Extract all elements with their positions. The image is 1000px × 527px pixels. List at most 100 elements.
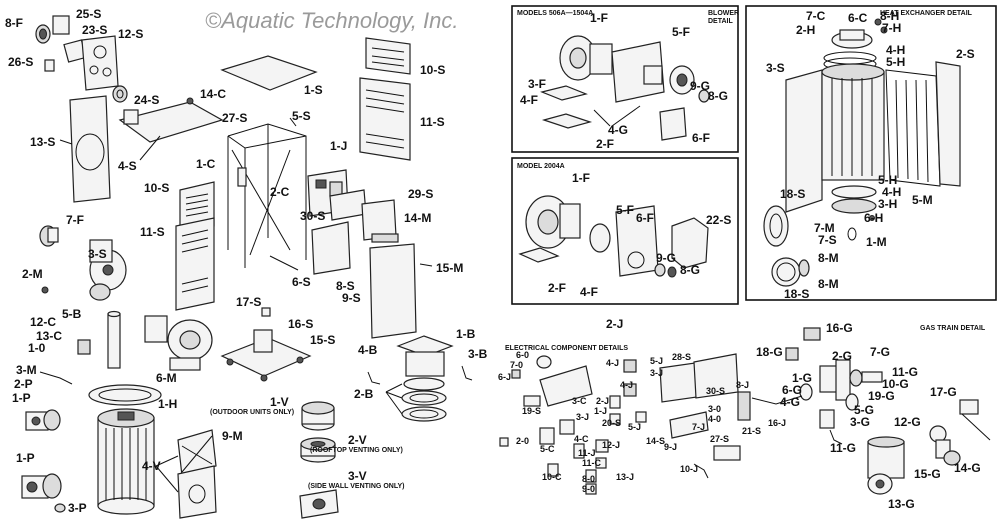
model-2004a-labels: 1-F 5-F 6-F 22-S 9-G 8-G 2-F 4-F [548,171,731,299]
label-hx-18-S: 18-S [780,187,805,201]
part-9-M [177,429,217,477]
label-12-C: 12-C [30,315,56,329]
label-elec-11-J: 11-J [578,448,596,458]
label-electrical-2-J-title: 2-J [606,317,623,331]
label-elec-14-S: 14-S [646,436,665,446]
label-gas-13-G: 13-G [888,497,915,511]
label-gas-10-G: 10-G [882,377,909,391]
label-elec-3-C: 3-C [572,396,587,406]
model-2004a-parts [518,195,709,278]
label-3-P: 3-P [68,501,87,515]
part-11-S-left [175,217,215,311]
label-elec-21-S: 21-S [742,426,761,436]
label-blower-4-G: 4-G [608,123,628,137]
part-9-S [369,243,417,339]
label-23-S: 23-S [82,23,107,37]
part-8-F [35,24,51,44]
label-1-P-upper: 1-P [12,391,31,405]
part-4-B [367,371,381,385]
gas-train-parts [751,327,991,495]
label-gas-1-G: 1-G [792,371,812,385]
part-2-B-rings [401,377,447,422]
label-2004-4-F: 4-F [580,285,598,299]
label-8-F: 8-F [5,16,23,30]
label-elec-4-C: 4-C [574,434,589,444]
part-24-S [112,85,128,103]
label-elec-4-J-lower: 4-J [620,380,633,390]
part-15-M [419,263,433,267]
blower-detail-labels: 1-F 5-F 3-F 4-F 9-G 8-G 4-G 2-F 6-F [520,11,728,151]
label-1-P-lower: 1-P [16,451,35,465]
part-2-V [300,437,336,463]
label-2004-5-F: 5-F [616,203,634,217]
label-elec-9-O: 9-0 [582,484,595,494]
part-25-S [52,15,70,35]
part-17-S [261,307,271,317]
part-blower-assembly [89,239,127,301]
label-blower-2-F: 2-F [596,137,614,151]
label-elec-12-J: 12-J [602,440,620,450]
label-1-B: 1-B [456,327,476,341]
label-27-S: 27-S [222,111,247,125]
label-elec-7-J: 7-J [692,422,705,432]
label-elec-20-S: 20-S [602,418,621,428]
part-4-V [177,465,217,519]
caption-rooftop-venting-only: (ROOFTOP VENTING ONLY) [310,447,403,454]
label-2004-2-F: 2-F [548,281,566,295]
label-elec-10-C: 10-C [542,472,562,482]
label-13-C: 13-C [36,329,62,343]
label-hx-7-C: 7-C [806,9,826,23]
label-gas-5-G: 5-G [854,403,874,417]
label-24-S: 24-S [134,93,159,107]
label-elec-4-J: 4-J [606,358,619,368]
part-6-M [88,384,162,406]
label-2004-6-F: 6-F [636,211,654,225]
part-1-S-roof [220,55,318,91]
blower-detail-caption-2: DETAIL [708,18,733,25]
label-elec-5-J: 5-J [650,356,663,366]
label-elec-28-S: 28-S [672,352,691,362]
label-1-J: 1-J [330,139,347,153]
heat-exchanger-detail-panel [745,5,997,301]
label-hx-3-H: 3-H [878,197,897,211]
main-labels: 8-F 25-S 23-S 12-S 26-S 24-S 13-S 14-C 2… [5,7,488,515]
model-2004a-panel [511,157,739,305]
label-1-V: 1-V [270,395,289,409]
part-3-B [461,365,473,381]
part-1-H-heat-exchanger [97,408,155,515]
part-11-S-right [359,77,411,161]
label-elec-6-O: 6-0 [516,350,529,360]
label-elec-5-C: 5-C [540,444,555,454]
part-26-S [44,59,55,72]
part-gas-valve-assembly [144,315,213,371]
label-11-S-left: 11-S [140,225,165,239]
label-gas-17-G: 17-G [930,385,957,399]
label-elec-10-J: 10-J [680,464,698,474]
part-4-S-top-pan [118,97,224,143]
label-30-S: 30-S [300,209,325,223]
heat-exchanger-detail-title: HEAT EXCHANGER DETAIL [880,10,973,17]
label-5-B: 5-B [62,307,82,321]
part-3-V [299,489,339,519]
electrical-parts [499,353,751,495]
label-14-M: 14-M [404,211,431,225]
part-12-C [77,339,91,355]
label-gas-18-G: 18-G [756,345,783,359]
label-hx-2-H: 2-H [796,23,815,37]
label-hx-6-C: 6-C [848,11,868,25]
label-hx-1-M: 1-M [866,235,887,249]
label-hx-4-H: 4-H [886,43,905,57]
label-4-B: 4-B [358,343,378,357]
label-hx-8-M-lower: 8-M [818,277,839,291]
label-elec-16-J: 16-J [768,418,786,428]
label-gas-2-G: 2-G [832,349,852,363]
part-1-V [301,401,335,431]
label-13-S: 13-S [30,135,55,149]
label-elec-4-O: 4-0 [708,414,721,424]
label-elec-6-J: 6-J [498,372,511,382]
label-9-S: 9-S [342,291,361,305]
label-elec-8-J: 8-J [736,380,749,390]
label-7-F: 7-F [66,213,84,227]
part-14-M [371,233,399,243]
